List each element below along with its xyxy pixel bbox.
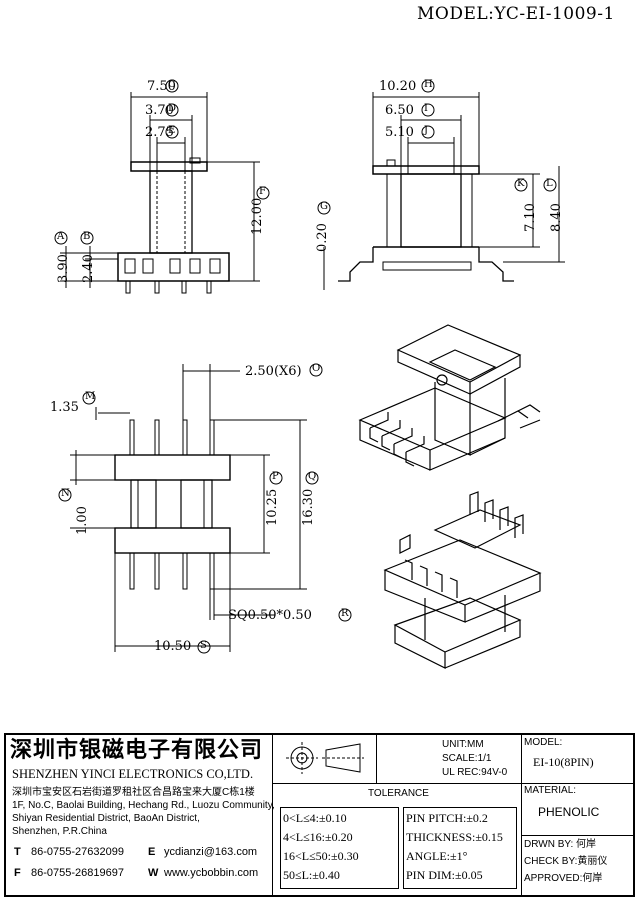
scale-text: SCALE:1/1 [442, 753, 492, 764]
tag-b: B [83, 231, 91, 242]
dim-pin-size: SQ0.50*0.50 [228, 608, 312, 623]
bottom-view [58, 363, 352, 654]
tag-g: G [320, 201, 328, 212]
dim-side-width-5-10: 5.10 [385, 125, 414, 140]
dim-side-height-7-10: 7.10 [523, 203, 538, 232]
company-name-cn: 深圳市银磁电子有限公司 [10, 738, 264, 763]
dim-side-0-20: 0.20 [315, 223, 330, 252]
tag-e: E [168, 125, 176, 136]
pin-dim-tolerance: PIN DIM:±0.05 [406, 868, 483, 882]
fax-number: 86-0755-26819697 [31, 867, 124, 879]
address-en-line1: 1F, No.C, Baolai Building, Hechang Rd., … [12, 800, 275, 811]
front-view [54, 79, 270, 294]
web-address: www.ycbobbin.com [164, 867, 259, 879]
material-value: PHENOLIC [538, 805, 600, 819]
tag-n: N [61, 488, 70, 499]
isometric-view-bottom [383, 491, 542, 669]
technical-drawing [54, 79, 565, 669]
tolerance-row-3: 16<L≤50:±0.30 [283, 849, 359, 863]
company-name-en: SHENZHEN YINCI ELECTRONICS CO,LTD. [12, 767, 254, 781]
thickness-tolerance: THICKNESS:±0.15 [406, 830, 503, 844]
drawn-by: DRWN BY: 何岸 [524, 839, 597, 850]
tag-o: O [312, 363, 321, 374]
tag-f: F [259, 186, 266, 197]
title-block [4, 733, 635, 897]
dim-front-width-7-50: 7.50 [147, 79, 176, 94]
angle-tolerance: ANGLE:±1° [406, 849, 468, 863]
tag-k: K [517, 178, 525, 189]
email-address: ycdianzi@163.com [164, 846, 258, 858]
dim-10-25: 10.25 [265, 488, 280, 526]
isometric-view-top [358, 324, 541, 471]
address-en-line2: Shiyan Residential District, BaoAn Distr… [12, 813, 200, 824]
approved-by: APPROVED:何岸 [524, 873, 603, 884]
tolerance-row-2: 4<L≤16:±0.20 [283, 830, 353, 844]
tolerance-row-4: 50≤L:±0.40 [283, 868, 340, 882]
tel-number: 86-0755-27632099 [31, 846, 124, 858]
dim-16-30: 16.30 [301, 488, 316, 526]
dim-front-height-2-40: 2.40 [81, 254, 96, 283]
dim-pin-pitch: 2.50(X6) [245, 364, 302, 379]
projection-symbol-icon [286, 742, 364, 774]
dim-side-width-10-20: 10.20 [379, 79, 417, 94]
material-label: MATERIAL: [524, 785, 577, 796]
drawing-model-header: MODEL:YC-EI-1009-1 [417, 4, 615, 24]
email-label: E [148, 846, 156, 858]
dim-front-height-12-00: 12.00 [250, 197, 265, 235]
web-label: W [148, 867, 159, 879]
tag-j: J [424, 125, 429, 136]
tag-p: P [272, 471, 279, 482]
dim-front-width-3-70: 3.70 [145, 103, 174, 118]
dim-1-35: 1.35 [50, 400, 79, 415]
fax-label: F [14, 867, 21, 879]
pin-pitch-tolerance: PIN PITCH:±0.2 [406, 811, 488, 825]
dim-side-height-8-40: 8.40 [549, 203, 564, 232]
tag-q: Q [308, 471, 317, 482]
ul-rec-text: UL REC:94V-0 [442, 767, 508, 778]
dim-1-00: 1.00 [75, 506, 90, 535]
tag-r: R [341, 608, 349, 619]
address-en-line3: Shenzhen, P.R.China [12, 826, 107, 837]
address-cn: 深圳市宝安区石岩街道罗租社区合昌路宝来大厦C栋1楼 [12, 787, 255, 798]
dim-front-width-2-75: 2.75 [145, 125, 174, 140]
model-value: EI-10(8PIN) [533, 755, 594, 769]
tolerance-row-1: 0<L≤4:±0.10 [283, 811, 347, 825]
tag-c: C [168, 79, 176, 90]
tag-d: D [168, 103, 177, 114]
model-label: MODEL: [524, 737, 563, 748]
checked-by: CHECK BY:黄丽仪 [524, 856, 608, 867]
tag-m: M [85, 391, 96, 402]
tag-i: I [424, 103, 428, 114]
dim-side-width-6-50: 6.50 [385, 103, 414, 118]
tel-label: T [14, 846, 21, 858]
tolerance-title: TOLERANCE [368, 788, 429, 799]
tag-h: H [424, 79, 433, 90]
tag-s: S [200, 640, 207, 651]
tag-a: A [57, 231, 65, 242]
side-view [317, 79, 565, 290]
tag-l: L [546, 178, 553, 189]
dim-10-50: 10.50 [154, 639, 192, 654]
unit-text: UNIT:MM [442, 739, 484, 750]
dim-front-height-3-90: 3.90 [56, 254, 71, 283]
